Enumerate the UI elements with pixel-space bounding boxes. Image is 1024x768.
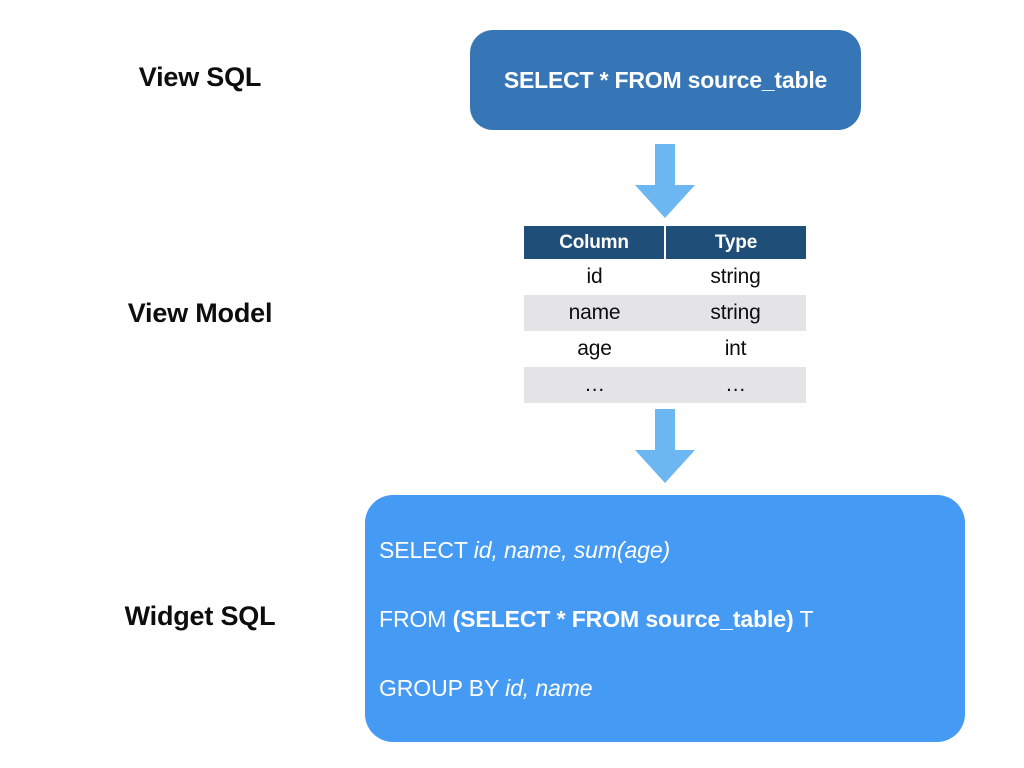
table-header-type: Type	[665, 226, 806, 259]
widget-sql-line-2-alias: T	[793, 606, 814, 632]
down-arrow-icon-1	[632, 144, 698, 220]
table-cell-column: …	[524, 367, 665, 403]
widget-sql-line-2-subquery: (SELECT * FROM source_table)	[452, 606, 794, 632]
table-cell-column: name	[524, 295, 665, 331]
widget-sql-line-2: FROM (SELECT * FROM source_table) T	[379, 606, 814, 633]
widget-sql-line-3-columns: id, name	[505, 675, 593, 701]
widget-sql-line-1-columns: id, name, sum(age)	[473, 537, 671, 563]
table-cell-type: string	[665, 259, 806, 295]
row-label-view-model: View Model	[127, 298, 273, 328]
row-label-view-sql: View SQL	[138, 62, 262, 92]
table-row: name string	[524, 295, 806, 331]
table-cell-column: age	[524, 331, 665, 367]
down-arrow-icon-2	[632, 409, 698, 485]
table-cell-type: string	[665, 295, 806, 331]
widget-sql-line-1-keyword: SELECT	[379, 537, 474, 563]
table-cell-column: id	[524, 259, 665, 295]
view-sql-statement: SELECT * FROM source_table	[503, 66, 828, 93]
table-row: age int	[524, 331, 806, 367]
row-label-widget-sql: Widget SQL	[124, 601, 276, 631]
table-cell-type: …	[665, 367, 806, 403]
widget-sql-line-3-keyword: GROUP BY	[379, 675, 506, 701]
view-sql-box: SELECT * FROM source_table	[470, 30, 861, 130]
widget-sql-line-2-keyword: FROM	[379, 606, 453, 632]
table-header-row: Column Type	[524, 226, 806, 259]
widget-sql-line-3: GROUP BY id, name	[379, 675, 593, 702]
widget-sql-box: SELECT id, name, sum(age) FROM (SELECT *…	[365, 495, 965, 742]
widget-sql-line-1: SELECT id, name, sum(age)	[379, 537, 670, 564]
table-row: … …	[524, 367, 806, 403]
view-model-table: Column Type id string name string age in…	[524, 226, 806, 403]
table-header-column: Column	[524, 226, 666, 259]
table-row: id string	[524, 259, 806, 295]
table-cell-type: int	[665, 331, 806, 367]
